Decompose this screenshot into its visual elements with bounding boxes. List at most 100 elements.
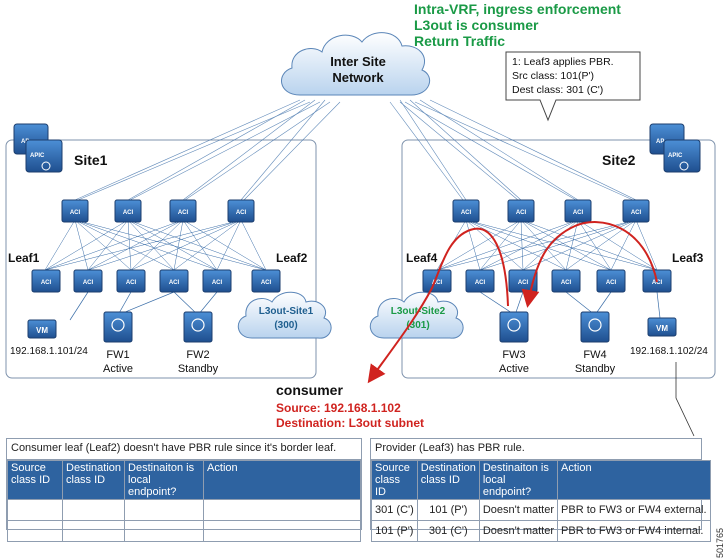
table-cell: 301 (C') bbox=[416, 520, 480, 542]
table-cell bbox=[124, 499, 205, 521]
site2-name: Site2 bbox=[602, 152, 636, 168]
apic-cluster-site2: AP APIC bbox=[649, 123, 701, 173]
leaf4-label: Leaf4 bbox=[406, 251, 438, 265]
leaf-switch: ACI bbox=[251, 269, 281, 293]
col-action: Action bbox=[203, 460, 361, 500]
consumer-title: consumer bbox=[276, 382, 343, 398]
table-cell bbox=[61, 520, 126, 542]
table-cell bbox=[203, 520, 361, 542]
l3out-site2-id: (301) bbox=[406, 320, 429, 331]
fw2-name: FW2 bbox=[186, 349, 209, 361]
consumer-annotation: consumer Source: 192.168.1.102 Destinati… bbox=[276, 382, 424, 430]
table-row: 301 (C') 101 (P') Doesn't matter PBR to … bbox=[371, 499, 711, 521]
leaf-switch: ACI bbox=[422, 269, 452, 293]
apic-cluster-site1: AP APIC bbox=[13, 123, 63, 173]
vm-site2-ip: 192.168.1.102/24 bbox=[630, 346, 708, 357]
header-line1: Intra-VRF, ingress enforcement bbox=[414, 1, 621, 17]
firewall-fw3: FW3 Active bbox=[499, 311, 529, 375]
fw3-name: FW3 bbox=[502, 349, 525, 361]
table-cell bbox=[7, 499, 63, 521]
endpoint-links bbox=[69, 291, 661, 321]
cloud-label-line2: Network bbox=[332, 70, 384, 85]
switch-label: ACI bbox=[169, 280, 180, 286]
vm-site2: VM 192.168.1.102/24 bbox=[630, 317, 708, 357]
leaf-switch: ACI bbox=[116, 269, 146, 293]
switch-label: ACI bbox=[126, 280, 137, 286]
leaf-switch: ACI bbox=[596, 269, 626, 293]
site1-name: Site1 bbox=[74, 152, 108, 168]
col-destination-class-id: Destination class ID bbox=[61, 460, 126, 500]
fw1-state: Active bbox=[103, 363, 133, 375]
fw1-name: FW1 bbox=[106, 349, 129, 361]
consumer-source: Source: 192.168.1.102 bbox=[276, 401, 401, 415]
col-destination-class-id: Destination class ID bbox=[416, 460, 480, 500]
apic-back-label: AP bbox=[21, 139, 29, 145]
leaf1-label: Leaf1 bbox=[8, 251, 40, 265]
switch-label: ACI bbox=[561, 280, 572, 286]
callout-line1: 1: Leaf3 applies PBR. bbox=[512, 56, 614, 68]
l3out-site1-name: L3out-Site1 bbox=[259, 306, 314, 317]
table-cell bbox=[7, 520, 63, 542]
spine-switch: ACI bbox=[227, 199, 255, 223]
switch-label: ACI bbox=[123, 210, 134, 216]
fw2-state: Standby bbox=[178, 363, 219, 375]
table-cell: Doesn't matter bbox=[478, 520, 559, 542]
site1-box bbox=[5, 139, 317, 379]
switch-label: ACI bbox=[516, 210, 527, 216]
col-source-class-id: Source class ID bbox=[7, 460, 63, 500]
header-title: Intra-VRF, ingress enforcement L3out is … bbox=[414, 1, 621, 49]
leaf-switch: ACI bbox=[159, 269, 189, 293]
callout-line2: Src class: 101(P') bbox=[512, 70, 594, 82]
switch-label: ACI bbox=[178, 210, 189, 216]
site2-box bbox=[401, 139, 716, 379]
table-cell: PBR to FW3 or FW4 internal. bbox=[557, 520, 711, 542]
leaf-switch: ACI bbox=[73, 269, 103, 293]
firewall-fw2: FW2 Standby bbox=[178, 311, 219, 375]
switch-label: ACI bbox=[83, 280, 94, 286]
l3out-site1-cloud: L3out-Site1 (300) bbox=[237, 291, 332, 339]
vm-label: VM bbox=[656, 324, 668, 333]
leaf-switch: ACI bbox=[465, 269, 495, 293]
vm-site1-ip: 192.168.1.101/24 bbox=[10, 346, 88, 357]
provider-table-caption: Provider (Leaf3) has PBR rule. bbox=[371, 439, 701, 460]
callout-leader-line bbox=[675, 362, 695, 437]
provider-leaf-table: Provider (Leaf3) has PBR rule. Source cl… bbox=[370, 438, 711, 542]
vm-site1: VM 192.168.1.101/24 bbox=[10, 319, 88, 357]
site1-fabric-links bbox=[44, 219, 267, 271]
header-line2: L3out is consumer bbox=[414, 17, 539, 33]
apic-front-label: APIC bbox=[30, 153, 45, 159]
spine-switch: ACI bbox=[114, 199, 142, 223]
callout-line3: Dest class: 301 (C') bbox=[512, 84, 603, 96]
table-row bbox=[7, 499, 361, 521]
switch-label: ACI bbox=[212, 280, 223, 286]
col-source-class-id: Source class ID bbox=[371, 460, 418, 500]
table-cell: 301 (C') bbox=[371, 499, 418, 521]
consumer-table-caption: Consumer leaf (Leaf2) doesn't have PBR r… bbox=[7, 439, 361, 460]
spine-switch: ACI bbox=[61, 199, 89, 223]
switch-label: ACI bbox=[518, 280, 529, 286]
switch-label: ACI bbox=[70, 210, 81, 216]
col-destination-local: Destinaiton is local endpoint? bbox=[124, 460, 205, 500]
firewall-fw4: FW4 Standby bbox=[575, 311, 616, 375]
site1-leaves: ACI ACI ACI ACI ACI ACI bbox=[31, 269, 281, 293]
return-traffic-path bbox=[367, 221, 658, 384]
apic-front-label: APIC bbox=[668, 153, 683, 159]
table-cell: Doesn't matter bbox=[478, 499, 559, 521]
switch-label: ACI bbox=[475, 280, 486, 286]
consumer-destination: Destination: L3out subnet bbox=[276, 416, 424, 430]
switch-label: ACI bbox=[461, 210, 472, 216]
spine-switch: ACI bbox=[169, 199, 197, 223]
network-diagram: Inter Site Network Intra-VRF, ingress en… bbox=[5, 1, 716, 437]
consumer-leaf-table: Consumer leaf (Leaf2) doesn't have PBR r… bbox=[6, 438, 362, 542]
leaf-switch: ACI bbox=[31, 269, 61, 293]
leaf3-label: Leaf3 bbox=[672, 251, 704, 265]
spine-switch: ACI bbox=[452, 199, 480, 223]
cloud-label-line1: Inter Site bbox=[330, 54, 386, 69]
site2-spines: ACI ACI ACI ACI bbox=[452, 199, 650, 223]
spine-switch: ACI bbox=[507, 199, 535, 223]
fw4-state: Standby bbox=[575, 363, 616, 375]
col-action: Action bbox=[557, 460, 711, 500]
inter-site-links bbox=[74, 99, 637, 201]
site2-leaves: ACI ACI ACI ACI ACI ACI bbox=[422, 269, 672, 293]
switch-label: ACI bbox=[573, 210, 584, 216]
